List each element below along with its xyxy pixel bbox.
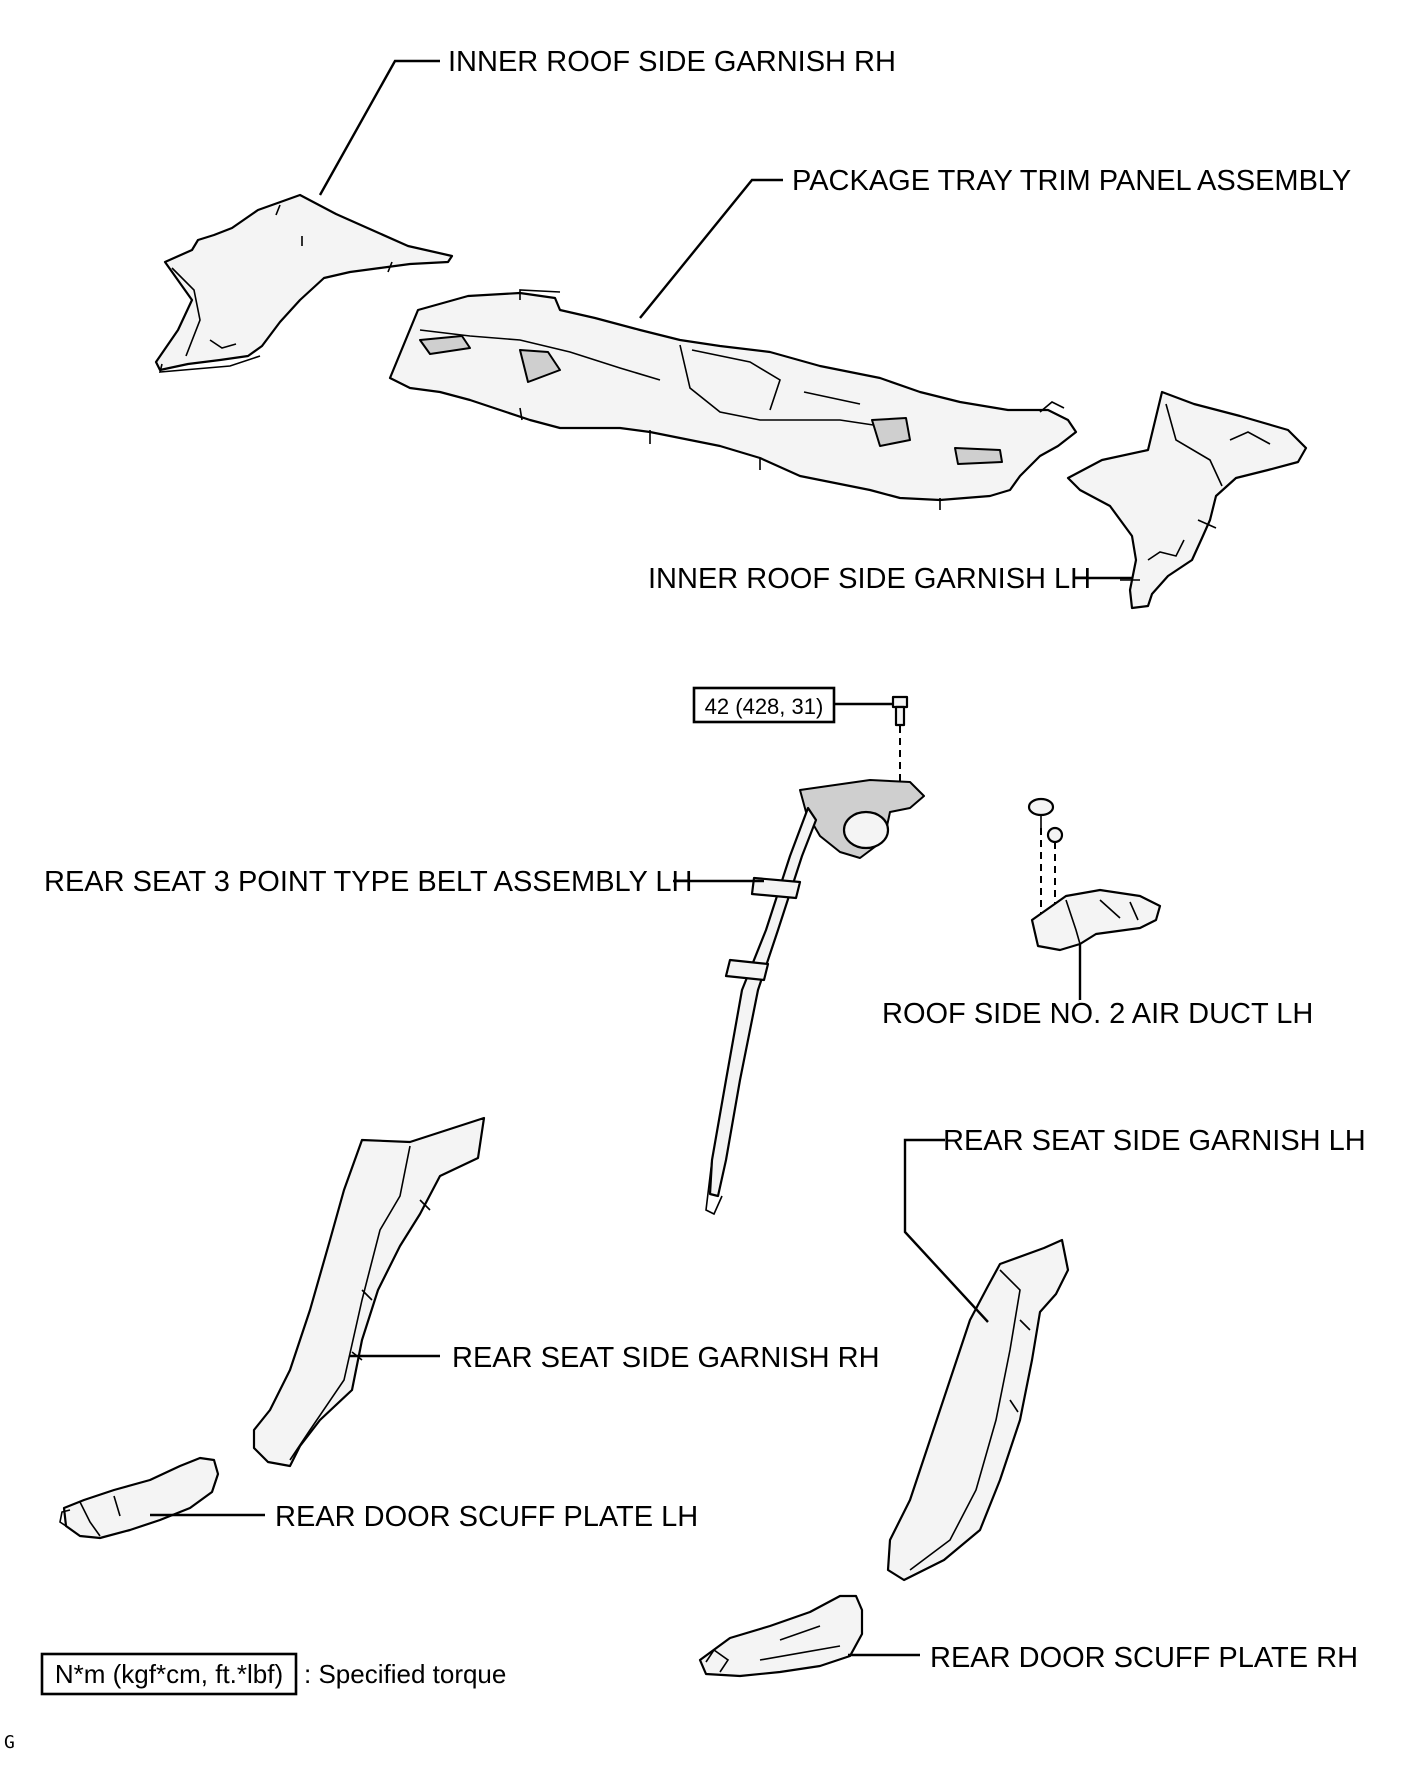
rear-seat-side-garnish-rh-part: [252, 1116, 486, 1468]
rear-seat-side-garnish-lh-part: [886, 1238, 1070, 1582]
label-rear-seat-belt-lh: REAR SEAT 3 POINT TYPE BELT ASSEMBLY LH: [44, 866, 692, 898]
label-rear-door-scuff-plate-rh: REAR DOOR SCUFF PLATE RH: [930, 1642, 1358, 1674]
torque-bolt: [891, 695, 909, 790]
label-inner-roof-side-garnish-lh: INNER ROOF SIDE GARNISH LH: [648, 563, 1091, 595]
rear-door-scuff-plate-rh-part: [698, 1594, 864, 1678]
torque-value: 42 (428, 31): [705, 694, 824, 719]
label-package-tray-trim-panel: PACKAGE TRAY TRIM PANEL ASSEMBLY: [792, 165, 1351, 197]
legend-description: : Specified torque: [304, 1659, 506, 1689]
label-roof-side-air-duct-lh: ROOF SIDE NO. 2 AIR DUCT LH: [882, 998, 1313, 1030]
leader-lines: [150, 59, 1132, 1657]
torque-spec-box: 42 (428, 31): [692, 686, 836, 724]
label-rear-seat-side-garnish-rh: REAR SEAT SIDE GARNISH RH: [452, 1342, 880, 1374]
inner-roof-side-garnish-rh-part: [154, 193, 454, 373]
rear-door-scuff-plate-lh-part: [59, 1456, 220, 1540]
label-rear-door-scuff-plate-lh: REAR DOOR SCUFF PLATE LH: [275, 1501, 698, 1533]
label-inner-roof-side-garnish-rh: INNER ROOF SIDE GARNISH RH: [448, 46, 896, 78]
label-rear-seat-side-garnish-lh: REAR SEAT SIDE GARNISH LH: [943, 1125, 1366, 1157]
roof-side-air-duct-lh-part: [1027, 797, 1162, 952]
footer-code: G: [4, 1732, 15, 1753]
inner-roof-side-garnish-lh-part: [1066, 390, 1308, 610]
package-tray-trim-panel-part: [388, 289, 1078, 510]
torque-legend: N*m (kgf*cm, ft.*lbf) : Specified torque: [40, 1652, 506, 1696]
legend-unit-box: N*m (kgf*cm, ft.*lbf): [55, 1659, 283, 1689]
rear-seat-belt-lh-part: [705, 779, 925, 1216]
